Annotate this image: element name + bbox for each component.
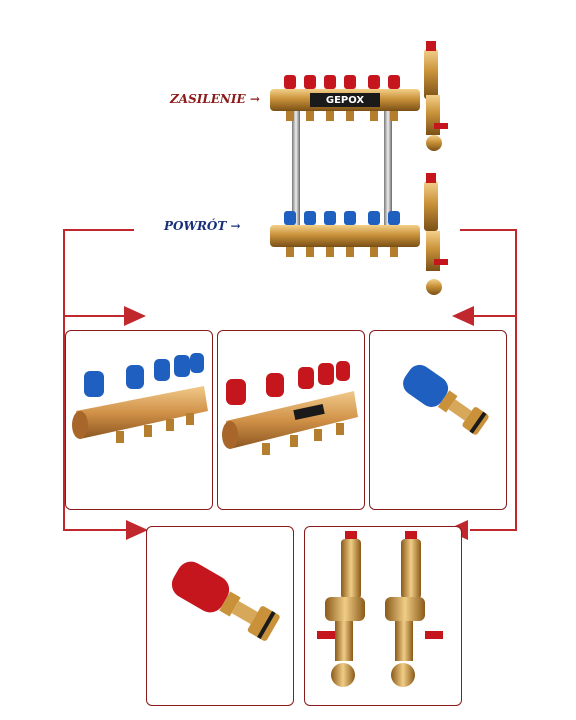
brand-logo-text: GEPOX	[325, 95, 365, 106]
manifold-assembly-image	[270, 41, 448, 295]
air-vent-drain-valves-image	[317, 531, 443, 687]
panel-blue-cap-manifold	[65, 330, 213, 510]
arrow-left-upper	[124, 306, 146, 326]
arrow-right-upper	[452, 306, 474, 326]
brand-logo: GEPOX	[313, 95, 377, 107]
blue-cap-manifold-image	[72, 353, 208, 443]
red-cap-manifold-image	[222, 361, 358, 455]
panel-blue-valve-insert	[369, 330, 507, 510]
supply-label-text: ZASILENIE	[170, 92, 246, 106]
supply-label: ZASILENIE →	[170, 92, 260, 106]
panel-air-vent-drain-valves	[304, 526, 462, 706]
blue-valve-insert-image	[403, 364, 489, 435]
panel-red-cap-manifold	[217, 330, 365, 510]
arrow-left-lower	[126, 520, 148, 540]
panel-red-valve-insert	[146, 526, 294, 706]
red-valve-insert-image	[171, 561, 280, 641]
return-arrow: →	[230, 219, 241, 233]
return-label-text: POWRÓT	[164, 219, 227, 233]
return-label: POWRÓT →	[164, 219, 241, 233]
supply-arrow: →	[249, 92, 260, 106]
